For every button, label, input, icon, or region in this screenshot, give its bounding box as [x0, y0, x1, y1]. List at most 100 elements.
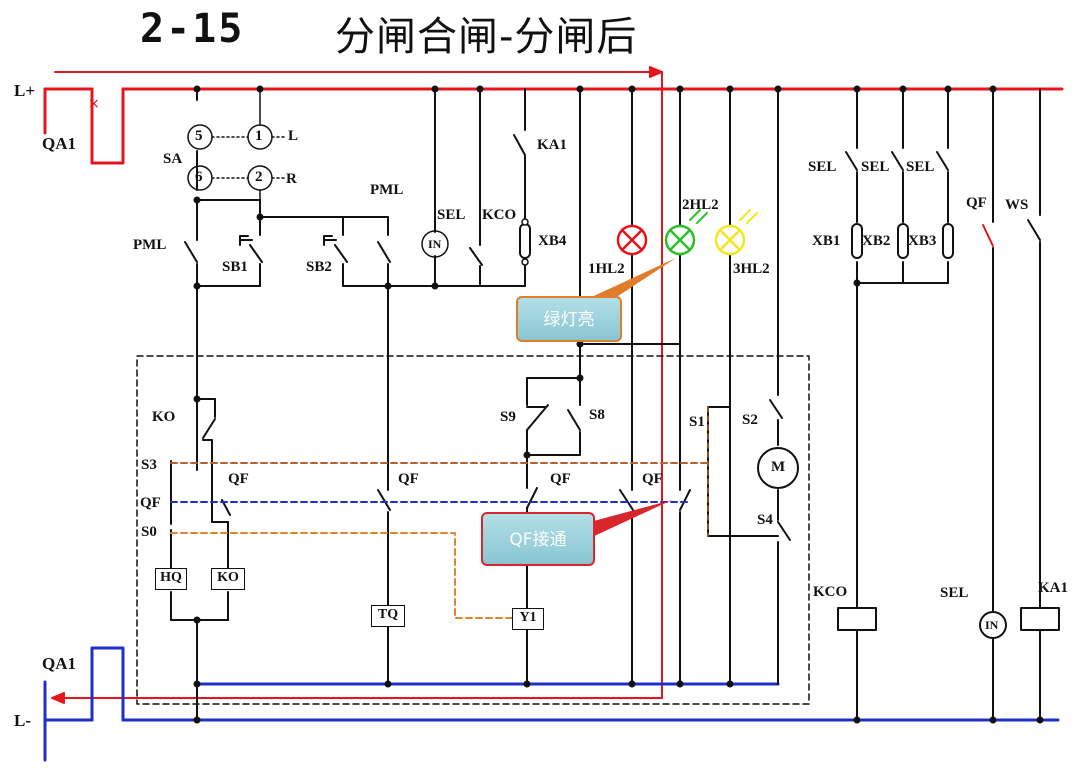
ka1-branch [479, 88, 531, 287]
ko-label: KO [152, 409, 176, 425]
ka1-top-label: KA1 [537, 137, 567, 153]
hl2-label: 2HL2 [682, 197, 719, 213]
qf-contact-label-3: QF [550, 471, 571, 487]
s9-label: S9 [500, 409, 516, 425]
motor-label: M [771, 459, 786, 475]
xb4-label: XB4 [538, 233, 567, 249]
right-section [845, 88, 1041, 721]
junction-dot [676, 680, 684, 688]
junction-dot [431, 282, 439, 290]
l-position-label: L [288, 128, 299, 144]
qf-connected-callout: QF接通 [481, 512, 595, 566]
qa1-top-breaker-mark: × [88, 96, 100, 112]
junction-dot [576, 374, 584, 382]
qf-side-label: QF [140, 495, 161, 511]
junction-dot [576, 85, 584, 93]
sa-label: SA [163, 151, 183, 167]
junction-dot [726, 85, 734, 93]
junction-dot [523, 680, 531, 688]
junction-dot [193, 85, 201, 93]
junction-dot [384, 680, 392, 688]
slide-number: 2-15 [140, 6, 245, 52]
l-plus-label: L+ [14, 81, 36, 100]
contact-5: 5 [195, 128, 203, 144]
pml-top-label: PML [370, 182, 404, 198]
junction-dot [193, 196, 201, 204]
sel-bottom-label: SEL [940, 585, 969, 601]
qa1-bottom-label: QA1 [42, 654, 76, 673]
sb2-label: SB2 [306, 259, 332, 275]
junction-dot [774, 85, 782, 93]
junction-dot [676, 85, 684, 93]
s0-label: S0 [141, 524, 157, 540]
junction-dot [384, 282, 392, 290]
lamp-1hl2 [616, 224, 648, 256]
junction-dot [853, 716, 861, 724]
s1-label: S1 [689, 414, 705, 430]
sa-switch [187, 88, 285, 201]
kco-coil-label: KCO [813, 584, 848, 600]
qf-contact-label-2: QF [398, 471, 419, 487]
mechanism-box [136, 355, 810, 705]
junction-dot [628, 680, 636, 688]
ws-label: WS [1005, 197, 1029, 213]
sel-label-4: SEL [906, 159, 935, 175]
sel-label-1: SEL [437, 207, 466, 223]
s9-s8-branch [526, 88, 581, 685]
in-meter-label-top: IN [428, 237, 442, 251]
junction-dot [431, 85, 439, 93]
junction-dot [899, 85, 907, 93]
left-branch [170, 88, 263, 721]
qf-pointer [590, 500, 672, 538]
junction-dot [523, 451, 531, 459]
junction-dot [193, 716, 201, 724]
qf-pointer-2 [590, 510, 640, 532]
qf-top-label: QF [966, 195, 987, 211]
green-light-pointer [585, 258, 676, 300]
s4-label: S4 [757, 512, 773, 528]
junction-dot [193, 616, 201, 624]
junction-dot [193, 395, 201, 403]
hq-coil: HQ [155, 568, 187, 590]
y1-coil: Y1 [512, 608, 544, 630]
green-light-callout: 绿灯亮 [516, 296, 622, 342]
ka1-coil-label: KA1 [1038, 580, 1068, 596]
contact-2: 2 [255, 169, 263, 185]
r-position-label: R [286, 171, 297, 187]
hl1-label: 1HL2 [588, 261, 625, 277]
pml-left-label: PML [133, 237, 167, 253]
kco-coil [837, 607, 877, 631]
lamp-2hl2 [664, 209, 708, 256]
junction-dot [476, 85, 484, 93]
slide-title: 分闸合闸-分闸后 [335, 14, 638, 60]
s3-label: S3 [141, 457, 157, 473]
junction-dot [193, 680, 201, 688]
ko-coil: KO [211, 568, 245, 590]
junction-dot [944, 85, 952, 93]
sel-label-3: SEL [861, 159, 890, 175]
s0-linkage-line [170, 532, 513, 619]
s8-label: S8 [589, 407, 605, 423]
junction-dot [628, 85, 636, 93]
current-flow-arrow-top [51, 66, 663, 704]
xb3-label: XB3 [908, 233, 937, 249]
in-meter-label-bottom: IN [985, 618, 999, 632]
lamp-3hl2 [714, 209, 758, 256]
contact-6: 6 [195, 169, 203, 185]
junction-dot [521, 258, 529, 266]
kco-label-1: KCO [482, 207, 517, 223]
junction-dot [726, 680, 734, 688]
lamp-branches [579, 88, 799, 685]
xb1-label: XB1 [812, 233, 841, 249]
qf-contact-label-1: QF [228, 471, 249, 487]
l-minus-label: L- [14, 711, 31, 730]
in-meter-top [421, 230, 449, 258]
junction-dot [1036, 716, 1044, 724]
junction-dot [989, 85, 997, 93]
sb1-pushbutton [239, 235, 253, 246]
ka1-coil [1020, 607, 1060, 631]
junction-dot [853, 279, 861, 287]
sb1-label: SB1 [222, 259, 248, 275]
tq-coil: TQ [371, 605, 405, 627]
